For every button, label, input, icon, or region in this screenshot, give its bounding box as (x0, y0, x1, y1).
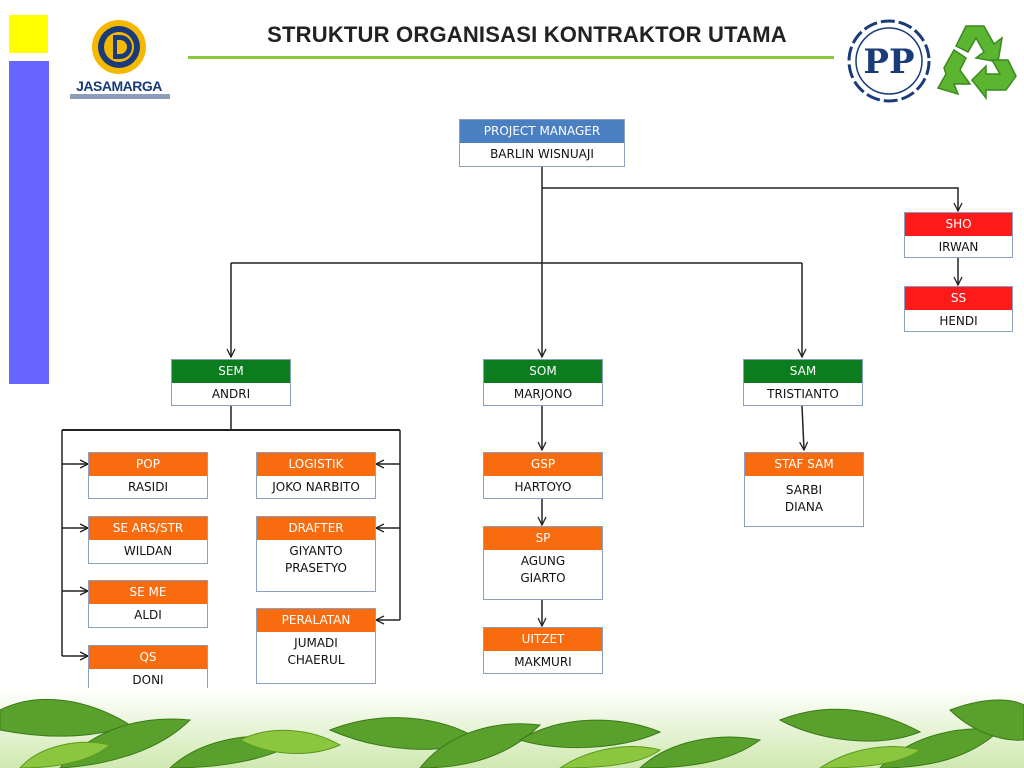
role-label: SAM (744, 360, 862, 383)
person-name: WILDAN (123, 544, 173, 558)
box-som: SOM MARJONO (483, 359, 603, 406)
person-name: BARLIN WISNUAJI (490, 147, 594, 161)
role-label: SEM (172, 360, 290, 383)
person-name: AGUNG GIARTO (520, 554, 566, 585)
role-label: SE ARS/STR (89, 517, 207, 540)
box-staf-sam: STAF SAM SARBI DIANA (744, 452, 864, 527)
box-peralatan: PERALATAN JUMADI CHAERUL (256, 608, 376, 684)
person-name: DONI (132, 673, 164, 687)
person-name: MAKMURI (514, 655, 572, 669)
person-name: RASIDI (128, 480, 168, 494)
box-pop: POP RASIDI (88, 452, 208, 499)
role-label: STAF SAM (745, 453, 863, 476)
person-name: SARBI DIANA (784, 483, 824, 514)
person-name: ALDI (134, 608, 162, 622)
yellow-accent-block (9, 15, 48, 53)
pp-logo-text: PP (863, 42, 914, 82)
box-se-ars-str: SE ARS/STR WILDAN (88, 516, 208, 564)
role-label: UITZET (484, 628, 602, 651)
person-name: GIYANTO PRASETYO (285, 544, 347, 575)
box-sho: SHO IRWAN (904, 212, 1013, 258)
role-label: SE ME (89, 581, 207, 604)
blue-accent-bar (9, 61, 49, 384)
person-name: HARTOYO (514, 480, 572, 494)
person-name: HENDI (939, 314, 978, 328)
role-label: LOGISTIK (257, 453, 375, 476)
role-label: DRAFTER (257, 517, 375, 540)
role-label: SOM (484, 360, 602, 383)
person-name: ANDRI (211, 387, 251, 401)
pp-logo-icon: PP (847, 19, 931, 103)
person-name: JUMADI CHAERUL (287, 636, 345, 667)
role-label: PROJECT MANAGER (460, 120, 624, 143)
person-name: TRISTIANTO (767, 387, 839, 401)
box-project-manager: PROJECT MANAGER BARLIN WISNUAJI (459, 119, 625, 167)
role-label: SHO (905, 213, 1012, 236)
role-label: SS (905, 287, 1012, 310)
box-sam: SAM TRISTIANTO (743, 359, 863, 406)
role-label: QS (89, 646, 207, 669)
person-name: IRWAN (938, 240, 979, 254)
role-label: POP (89, 453, 207, 476)
box-gsp: GSP HARTOYO (483, 452, 603, 499)
box-se-me: SE ME ALDI (88, 580, 208, 628)
jasamarga-tagline-bar (70, 94, 170, 99)
role-label: GSP (484, 453, 602, 476)
recycle-icon (936, 25, 1017, 101)
box-qs: QS DONI (88, 645, 208, 693)
title-underline (188, 56, 834, 59)
jasamarga-wordmark: JASAMARGA (76, 78, 162, 94)
person-name: MARJONO (513, 387, 573, 401)
role-label: SP (484, 527, 602, 550)
leaf-border-decoration (0, 688, 1024, 768)
page-title: STRUKTUR ORGANISASI KONTRAKTOR UTAMA (267, 22, 787, 47)
role-label: PERALATAN (257, 609, 375, 632)
box-sem: SEM ANDRI (171, 359, 291, 406)
box-logistik: LOGISTIK JOKO NARBITO (256, 452, 376, 499)
jasamarga-logo-icon (92, 20, 146, 74)
box-drafter: DRAFTER GIYANTO PRASETYO (256, 516, 376, 592)
box-sp: SP AGUNG GIARTO (483, 526, 603, 600)
box-ss: SS HENDI (904, 286, 1013, 332)
box-uitzet: UITZET MAKMURI (483, 627, 603, 674)
person-name: JOKO NARBITO (272, 480, 360, 494)
